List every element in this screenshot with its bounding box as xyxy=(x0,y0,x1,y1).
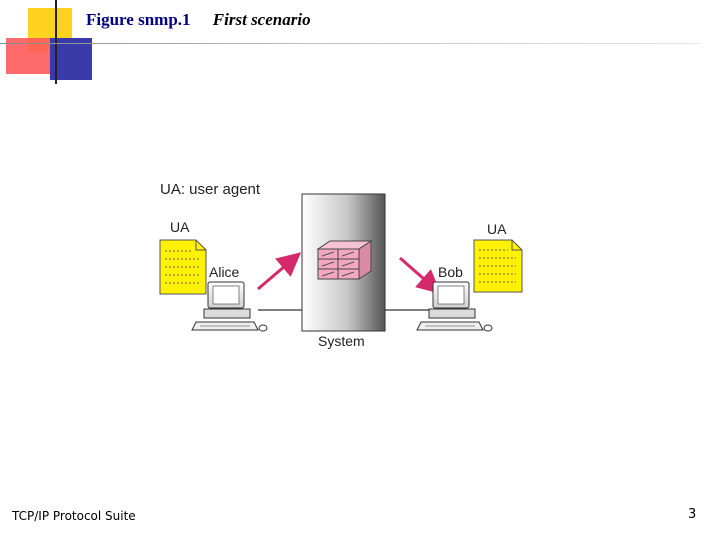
left-ua-document xyxy=(160,240,206,294)
page-number: 3 xyxy=(688,507,696,522)
send-arrow xyxy=(258,260,292,289)
legend-text: UA: user agent xyxy=(160,181,261,198)
right-user-name: Bob xyxy=(438,264,463,280)
footer-course-title: TCP/IP Protocol Suite xyxy=(12,509,136,523)
deliver-arrow xyxy=(400,258,432,286)
left-user-name: Alice xyxy=(209,264,240,280)
left-ua-label: UA xyxy=(170,219,190,235)
mailbox-icon xyxy=(318,241,371,279)
right-ua-label: UA xyxy=(487,221,507,237)
right-ua-document xyxy=(474,240,522,292)
system-label: System xyxy=(318,333,365,349)
